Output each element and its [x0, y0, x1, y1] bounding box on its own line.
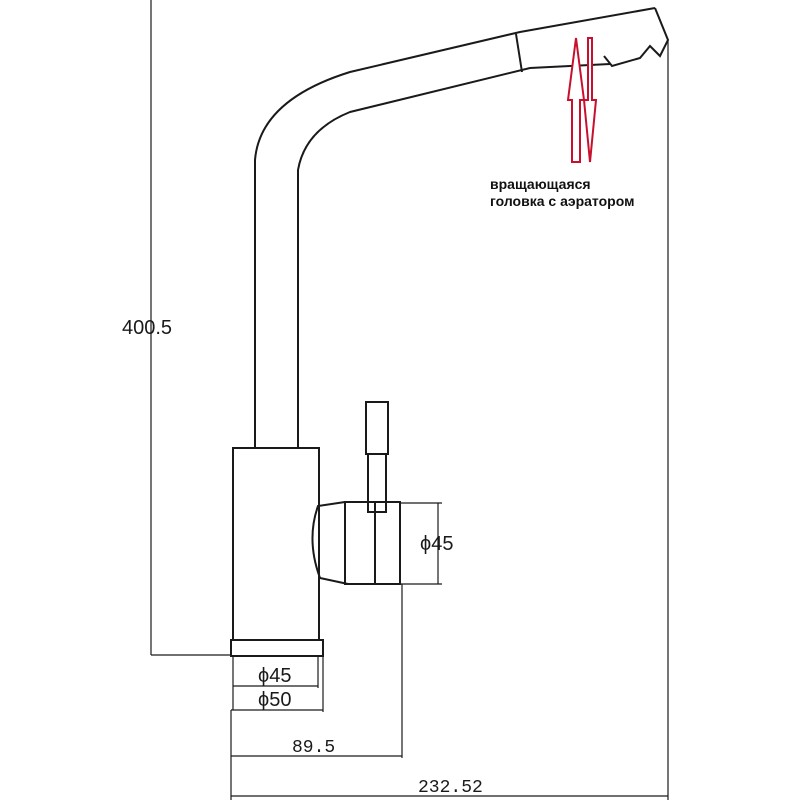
- rotating-head-note: вращающаяся головка с аэратором: [490, 176, 634, 209]
- height-label: 400.5: [122, 317, 172, 339]
- handle-diameter-dimension: ϕ45: [400, 502, 453, 585]
- handle-reach-dimension: 89.5: [230, 584, 403, 800]
- note-line-1: вращающаяся: [490, 176, 591, 192]
- handle-cartridge: [344, 501, 376, 585]
- spout-inner-outline: [297, 63, 611, 448]
- arrow-down-icon: [582, 37, 598, 163]
- total-reach-label: 232.52: [418, 778, 483, 798]
- faucet-body: [230, 447, 324, 657]
- aerator-head-outline: [603, 7, 670, 68]
- mixer-handle: [311, 401, 401, 585]
- base-outer-diameter-label: ϕ50: [258, 689, 291, 711]
- handle-sleeve: [374, 501, 401, 585]
- body-column: [232, 447, 320, 641]
- spout-outer-outline: [254, 7, 656, 448]
- handle-diameter-label: ϕ45: [420, 533, 453, 555]
- note-line-2: головка с аэратором: [490, 193, 634, 209]
- aerator-joint-line: [515, 33, 523, 73]
- up-down-arrows-icon: [566, 37, 598, 163]
- handle-reach-label: 89.5: [292, 738, 335, 758]
- height-dimension: 400.5: [122, 0, 232, 656]
- base-ring: [230, 639, 324, 657]
- arrow-up-icon: [566, 37, 586, 163]
- handle-lever-top: [365, 401, 389, 455]
- handle-knob: [311, 501, 349, 585]
- base-diameter-dimensions: ϕ45 ϕ50: [231, 656, 324, 712]
- handle-lever-stem: [367, 453, 387, 513]
- faucet-spout: [254, 7, 670, 448]
- base-inner-diameter-label: ϕ45: [258, 665, 291, 687]
- total-reach-dimension: 232.52: [231, 40, 669, 800]
